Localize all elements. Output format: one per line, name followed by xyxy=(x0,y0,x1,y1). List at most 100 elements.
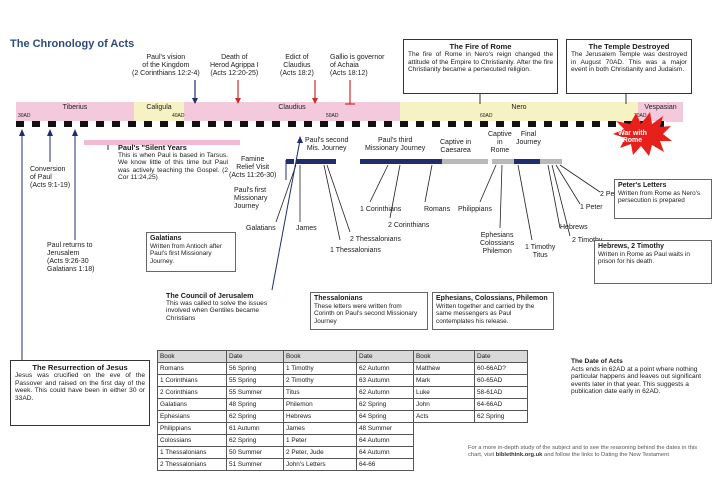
era-claudius: Claudius xyxy=(184,102,400,122)
table-cell: 2 Peter, Jude xyxy=(283,446,357,459)
table-cell: John xyxy=(413,398,475,411)
letter-2-timothy: 2 Timothy xyxy=(572,237,603,244)
footer-text: For a more in-depth study of the subject… xyxy=(468,445,698,458)
box-text: The Jerusalem Temple was destroyed in Au… xyxy=(571,51,687,74)
era-label: Caligula xyxy=(146,104,172,111)
peters-letters-box: Peter's Letters Written from Rome as Ner… xyxy=(614,179,712,219)
note-heading: Paul's "Silent Years xyxy=(118,143,187,152)
label-famine-visit: Famine Relief Visit (Acts 11:26-30) xyxy=(229,156,277,179)
council-note: The Council of Jerusalem This was called… xyxy=(166,292,286,322)
letter-philippians: Philippians xyxy=(458,206,492,213)
bar-third-journey xyxy=(360,159,442,164)
col-header: Book xyxy=(283,350,357,363)
thessalonians-box: Thessalonians These letters were written… xyxy=(310,292,428,330)
resurrection-box: The Resurrection of Jesus Jesus was cruc… xyxy=(10,360,150,426)
table-cell: James xyxy=(283,422,357,435)
bar-captive-rome xyxy=(492,159,514,164)
box-heading: Peter's Letters xyxy=(618,182,667,189)
letter-2-corinthians: 2 Corinthians xyxy=(388,222,430,229)
letter-1-peter: 1 Peter xyxy=(580,204,603,211)
letter-hebrews: Hebrews xyxy=(560,224,588,231)
table-cell: 63 Autumn xyxy=(356,374,414,387)
table-cell: 62 Spring xyxy=(474,410,528,423)
table-cell: Philippians xyxy=(157,422,227,435)
table-cell: 62 Spring xyxy=(226,410,284,423)
box-heading: The Temple Destroyed xyxy=(588,42,670,51)
line-1cor xyxy=(369,164,389,203)
label-captive-caesarea: Captive in Caesarea xyxy=(440,139,472,154)
footer-site-link[interactable]: biblethink.org.uk xyxy=(495,452,543,458)
table-cell: 64-66AD xyxy=(474,398,528,411)
table-cell: 1 Thessalonians xyxy=(157,446,227,459)
event-death-herod: Death of Herod Agrippa I (Acts 12:20-25) xyxy=(210,54,259,77)
table-cell: 48 Summer xyxy=(356,422,414,435)
table-cell-empty xyxy=(414,423,475,435)
arrow-council-head xyxy=(297,136,303,143)
fire-of-rome-box: The Fire of Rome The fire of Rome in Ner… xyxy=(403,39,558,94)
table-cell: 60-65AD xyxy=(474,374,528,387)
table-cell: 2 Thessalonians xyxy=(157,458,227,471)
box-heading: Galatians xyxy=(150,235,182,242)
table-header-row: Book Date Book Date Book Date xyxy=(157,350,528,363)
box-text: The fire of Rome in Nero's reign changed… xyxy=(408,51,553,74)
silent-years-note: Paul's "Silent Years This is when Paul i… xyxy=(118,144,228,182)
year-label: 60AD xyxy=(480,113,493,119)
line-2thess xyxy=(326,164,351,233)
line-1thess xyxy=(323,164,341,241)
note-text: This is when Paul is based in Tarsus. We… xyxy=(118,151,228,182)
note-text: Acts ends in 62AD at a point where nothi… xyxy=(571,365,702,396)
table-cell: Philemon xyxy=(283,398,357,411)
arrow-resurrection-head xyxy=(19,129,25,136)
label-captive-rome: Captive in Rome xyxy=(488,131,512,154)
box-text: Written from Antioch after Paul's first … xyxy=(150,243,222,265)
table-cell: 58-61AD xyxy=(474,386,528,399)
line-hebrews xyxy=(547,164,561,229)
table-cell: 55 Spring xyxy=(226,374,284,387)
table-cell: Galatians xyxy=(157,398,227,411)
table-cell-empty xyxy=(414,459,475,471)
era-label: Tiberius xyxy=(62,104,88,111)
table-cell: Romans xyxy=(157,362,227,375)
line-1tim xyxy=(517,164,533,241)
col-header: Date xyxy=(356,350,414,363)
box-text: Written together and carried by the same… xyxy=(436,303,535,325)
table-cell-empty xyxy=(475,459,528,471)
era-label: Claudius xyxy=(278,104,306,111)
event-gallio: Gallio is governor of Achaia (Acts 18:12… xyxy=(330,54,385,77)
war-with-rome-label: War with Rome xyxy=(618,130,647,144)
footer-note: For a more in-depth study of the subject… xyxy=(468,445,713,459)
letter-1-corinthians: 1 Corinthians xyxy=(360,206,402,213)
era-caligula: Caligula xyxy=(134,102,184,122)
label-first-journey: Paul's first Missionary Journey xyxy=(234,187,268,210)
arrow-herod-head xyxy=(235,98,241,104)
bar-second-journey xyxy=(296,159,336,164)
timeline-ticks xyxy=(16,121,666,127)
col-header: Book xyxy=(157,350,227,363)
hebrews-box: Hebrews, 2 Timothy Written in Rome as Pa… xyxy=(594,240,712,284)
year-label: 70AD xyxy=(634,113,647,119)
table-cell: 55 Summer xyxy=(226,386,284,399)
letter-galatians: Galatians xyxy=(246,225,276,232)
box-heading: Ephesians, Colossians, Philemon xyxy=(436,295,548,302)
table-cell: 64 Autumn xyxy=(356,434,414,447)
table-cell: 64-66 xyxy=(356,458,414,471)
table-cell: 2 Corinthians xyxy=(157,386,227,399)
table-cell: 48 Spring xyxy=(226,398,284,411)
box-text: Jesus was crucified on the eve of the Pa… xyxy=(15,372,145,402)
table-cell: 64 Spring xyxy=(356,410,414,423)
galatians-box: Galatians Written from Antioch after Pau… xyxy=(146,232,236,272)
letter-romans: Romans xyxy=(424,206,451,213)
table-cell: John's Letters xyxy=(283,458,357,471)
line-1peter xyxy=(555,164,581,205)
table-cell: 62 Spring xyxy=(226,434,284,447)
letter-1-timothy-titus: 1 Timothy Titus xyxy=(525,244,556,259)
label-third-journey: Paul's third Missionary Journey xyxy=(365,137,426,152)
event-returns-jerusalem: Paul returns to Jerusalem (Acts 9:26-30 … xyxy=(47,242,95,273)
era-tiberius: Tiberius xyxy=(16,102,134,122)
arrow-vision-head xyxy=(192,98,198,104)
box-heading: Thessalonians xyxy=(314,295,363,302)
line-council xyxy=(271,139,301,291)
